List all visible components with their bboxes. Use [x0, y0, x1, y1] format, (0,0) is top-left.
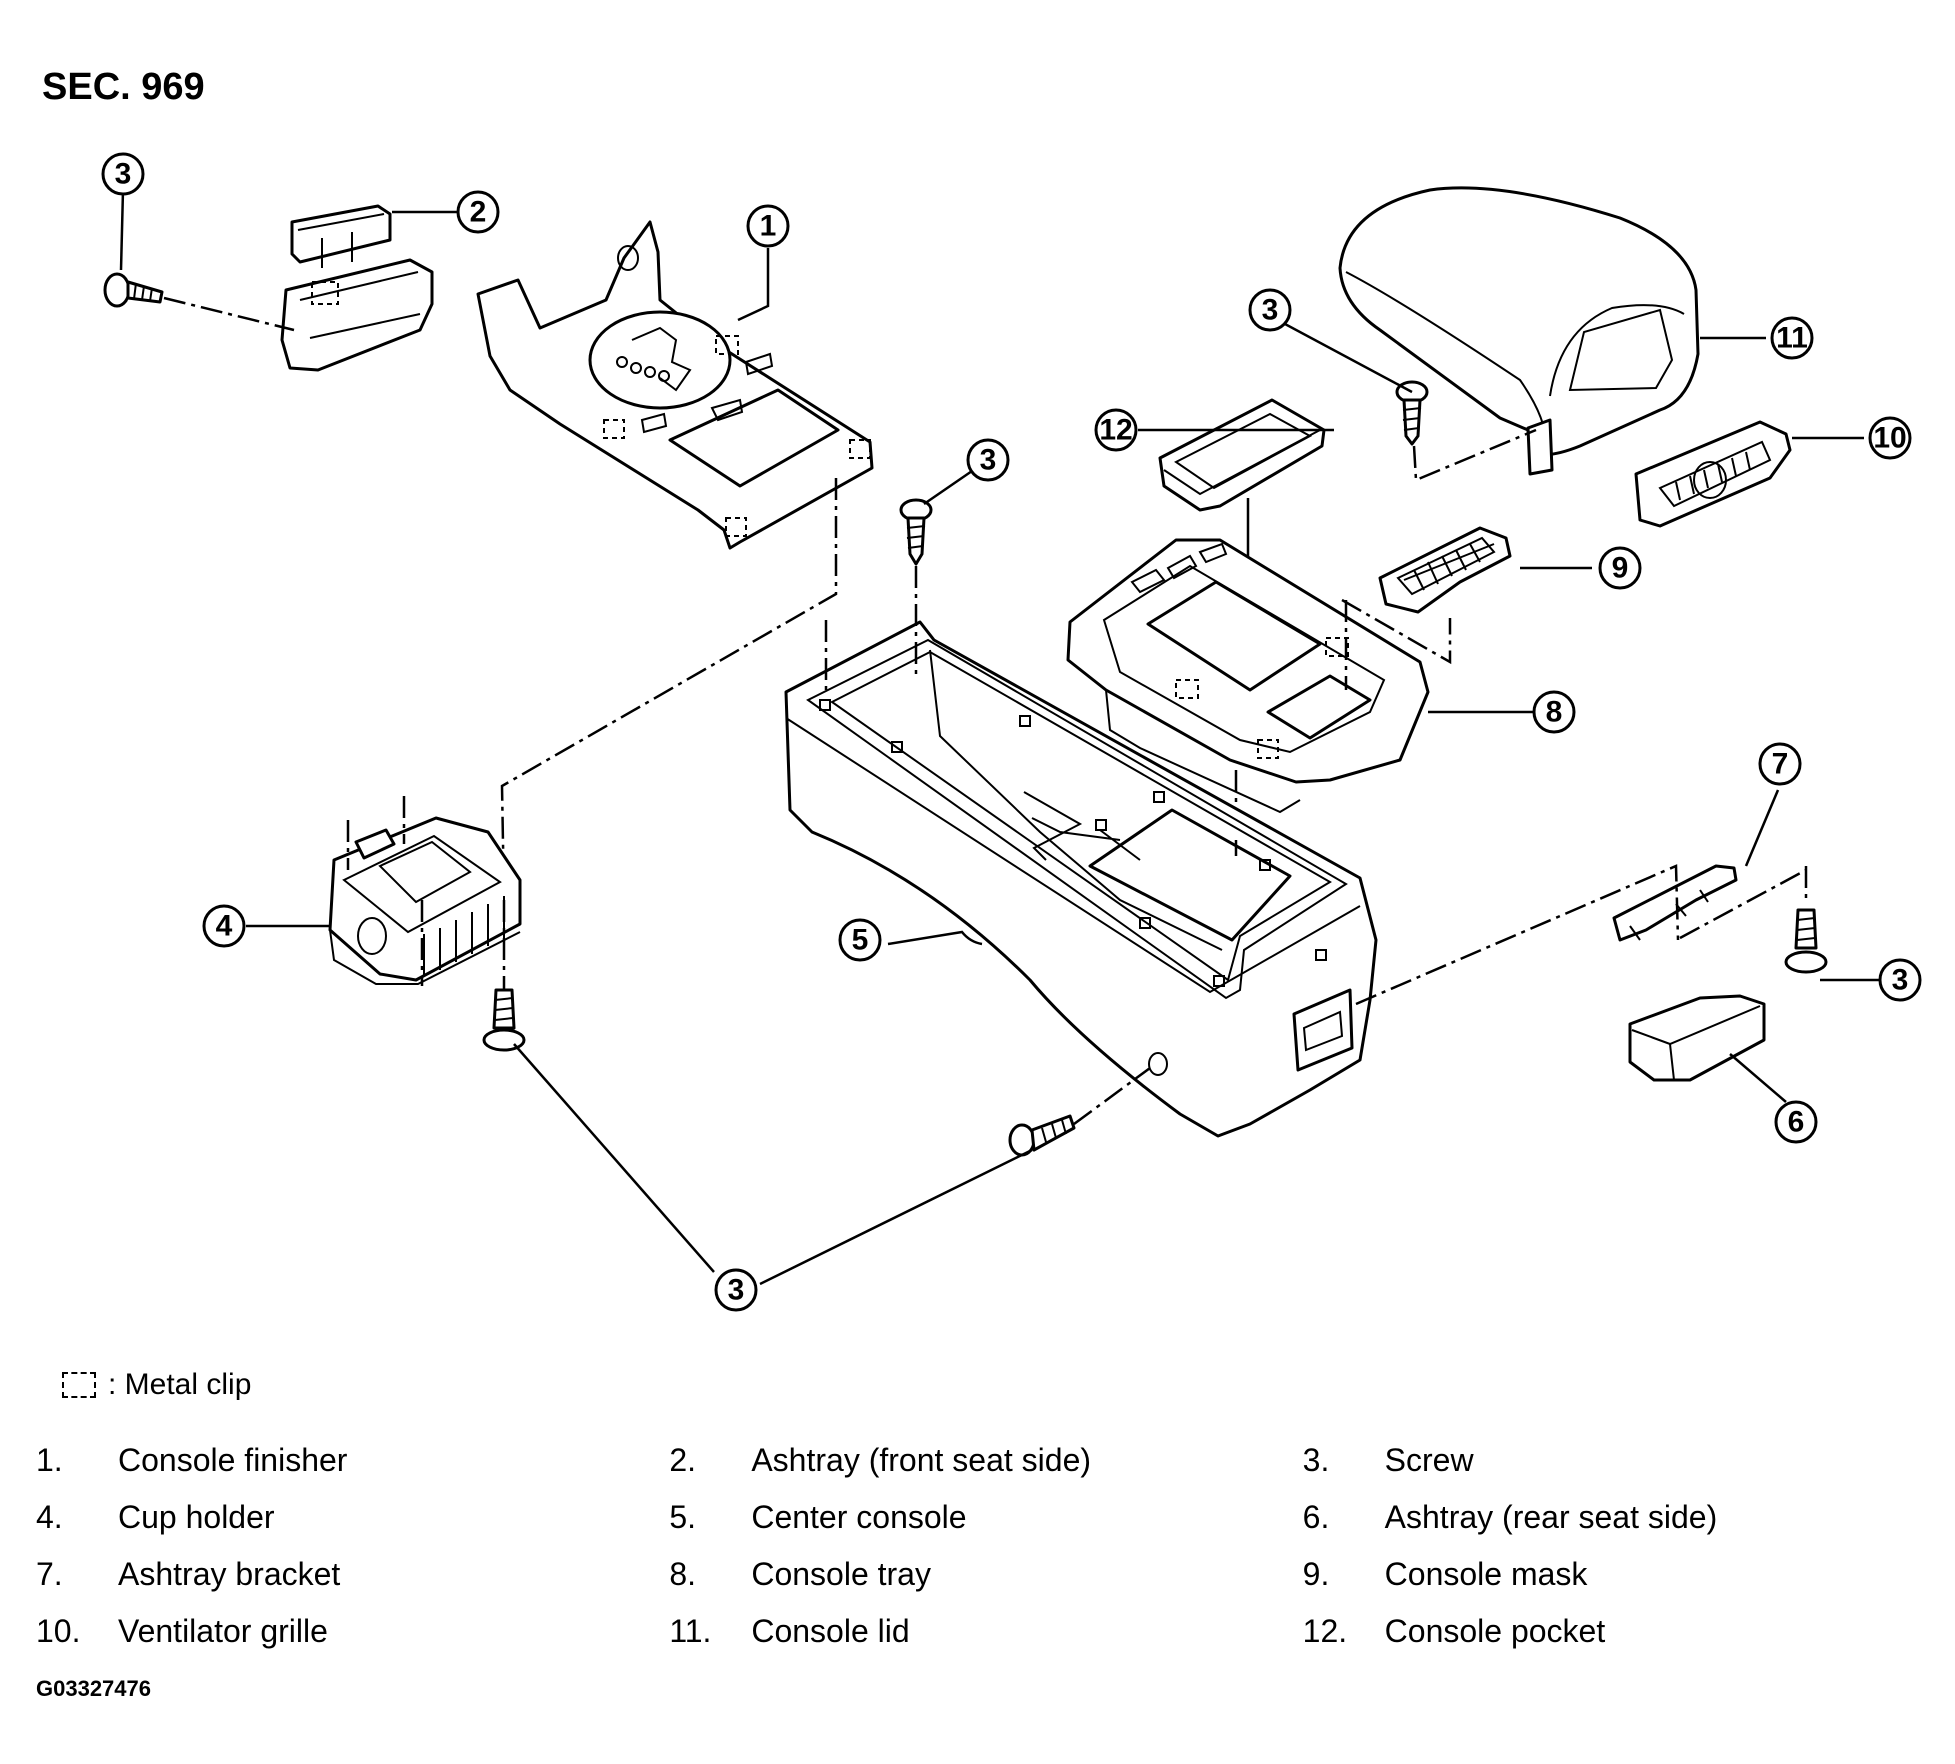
- list-item: 5. Center console: [669, 1499, 1302, 1536]
- svg-text:3: 3: [980, 444, 997, 477]
- list-item: 2. Ashtray (front seat side): [669, 1442, 1302, 1479]
- part-name: Console mask: [1384, 1556, 1588, 1592]
- list-item: 12. Console pocket: [1303, 1613, 1936, 1650]
- metal-clip-legend: : Metal clip: [62, 1368, 251, 1402]
- ashtray-bracket: [1612, 864, 1738, 942]
- list-item: 8. Console tray: [669, 1556, 1302, 1593]
- list-item: 11. Console lid: [669, 1613, 1302, 1650]
- metal-clip-icon: [62, 1372, 96, 1398]
- part-number: 7.: [36, 1556, 63, 1592]
- svg-text:12: 12: [1099, 414, 1132, 447]
- part-name: Console pocket: [1384, 1613, 1606, 1649]
- screw-icon: [1395, 380, 1429, 446]
- callout-2: 2: [456, 190, 500, 234]
- svg-text:4: 4: [216, 910, 233, 943]
- callout-1: 1: [746, 204, 790, 248]
- svg-text:1: 1: [760, 210, 777, 243]
- part-number: 2.: [669, 1442, 697, 1478]
- svg-text:3: 3: [728, 1274, 745, 1307]
- parts-list: 1. Console finisher 2. Ashtray (front seat…: [36, 1432, 1936, 1660]
- callout-3: 3: [101, 152, 145, 196]
- part-name: Cup holder: [118, 1499, 275, 1535]
- figure-id: G03327476: [36, 1676, 151, 1701]
- part-name: Console lid: [751, 1613, 910, 1649]
- part-name: Ashtray (front seat side): [751, 1442, 1092, 1478]
- part-number: 12.: [1302, 1613, 1348, 1649]
- svg-text:8: 8: [1546, 696, 1563, 729]
- screw-icon: [1784, 908, 1828, 974]
- cup-holder: [328, 816, 522, 985]
- callout-3: 3: [1878, 958, 1922, 1002]
- console-pocket: [1158, 398, 1326, 512]
- callout-7: 7: [1758, 742, 1802, 786]
- list-item: 4. Cup holder: [36, 1499, 669, 1536]
- list-item: 3. Screw: [1303, 1442, 1936, 1479]
- svg-text:5: 5: [852, 924, 869, 957]
- svg-text:9: 9: [1612, 552, 1629, 585]
- svg-text:7: 7: [1772, 748, 1789, 781]
- callout-8: 8: [1532, 690, 1576, 734]
- screw-icon: [1008, 1114, 1076, 1157]
- callout-4: 4: [202, 904, 246, 948]
- center-console: [784, 620, 1378, 1138]
- part-number: 5.: [669, 1499, 697, 1535]
- part-name: Ventilator grille: [118, 1613, 328, 1649]
- parts-row: 4. Cup holder 5. Center console 6. Ashtray …: [36, 1489, 1936, 1546]
- callout-11: 11: [1770, 316, 1814, 360]
- callout-9: 9: [1598, 546, 1642, 590]
- callout-5: 5: [838, 918, 882, 962]
- console-finisher: [476, 220, 874, 550]
- parts-row: 7. Ashtray bracket 8. Console tray 9. Conso…: [36, 1546, 1936, 1603]
- ventilator-grille: [1634, 420, 1792, 528]
- part-name: Console finisher: [118, 1442, 348, 1478]
- console-mask: [1378, 526, 1512, 614]
- part-number: 1.: [36, 1442, 63, 1478]
- part-number: 8.: [669, 1556, 697, 1592]
- ashtray-front-assembly: [103, 204, 434, 372]
- part-number: 10.: [36, 1613, 81, 1649]
- svg-text:11: 11: [1776, 322, 1808, 355]
- part-name: Center console: [751, 1499, 967, 1535]
- console-lid: [1338, 186, 1700, 476]
- list-item: 10. Ventilator grille: [36, 1613, 669, 1650]
- part-number: 11.: [669, 1613, 712, 1649]
- svg-text:3: 3: [1262, 294, 1279, 327]
- parts-row: 1. Console finisher 2. Ashtray (front seat…: [36, 1432, 1936, 1489]
- screw-icon: [899, 498, 933, 566]
- list-item: 9. Console mask: [1303, 1556, 1936, 1593]
- metal-clip-label: : Metal clip: [108, 1368, 252, 1401]
- svg-text:2: 2: [470, 196, 487, 229]
- svg-text:6: 6: [1788, 1106, 1805, 1139]
- svg-text:3: 3: [1892, 964, 1909, 997]
- section-title: SEC. 969: [42, 66, 205, 108]
- part-number: 3.: [1302, 1442, 1330, 1478]
- svg-text:3: 3: [115, 158, 132, 191]
- callout-3: 3: [1248, 288, 1292, 332]
- list-item: 1. Console finisher: [36, 1442, 669, 1479]
- console-tray: [1066, 538, 1430, 814]
- part-name: Screw: [1384, 1442, 1474, 1478]
- callout-3: 3: [714, 1268, 758, 1312]
- ashtray-rear: [1628, 994, 1766, 1082]
- screw-icon: [103, 272, 164, 308]
- callout-6: 6: [1774, 1100, 1818, 1144]
- part-number: 9.: [1302, 1556, 1330, 1592]
- part-name: Ashtray (rear seat side): [1384, 1499, 1718, 1535]
- part-number: 4.: [36, 1499, 63, 1535]
- parts-row: 10. Ventilator grille 11. Console lid 12. C…: [36, 1603, 1936, 1660]
- svg-text:10: 10: [1873, 422, 1906, 455]
- part-name: Ashtray bracket: [118, 1556, 341, 1592]
- leader-lines: [119, 189, 1880, 1286]
- callout-10: 10: [1868, 416, 1912, 460]
- list-item: 7. Ashtray bracket: [36, 1556, 669, 1593]
- screw-icon: [482, 988, 526, 1052]
- part-number: 6.: [1302, 1499, 1330, 1535]
- part-name: Console tray: [751, 1556, 931, 1592]
- callout-12: 12: [1094, 408, 1138, 452]
- list-item: 6. Ashtray (rear seat side): [1303, 1499, 1936, 1536]
- callout-3: 3: [966, 438, 1010, 482]
